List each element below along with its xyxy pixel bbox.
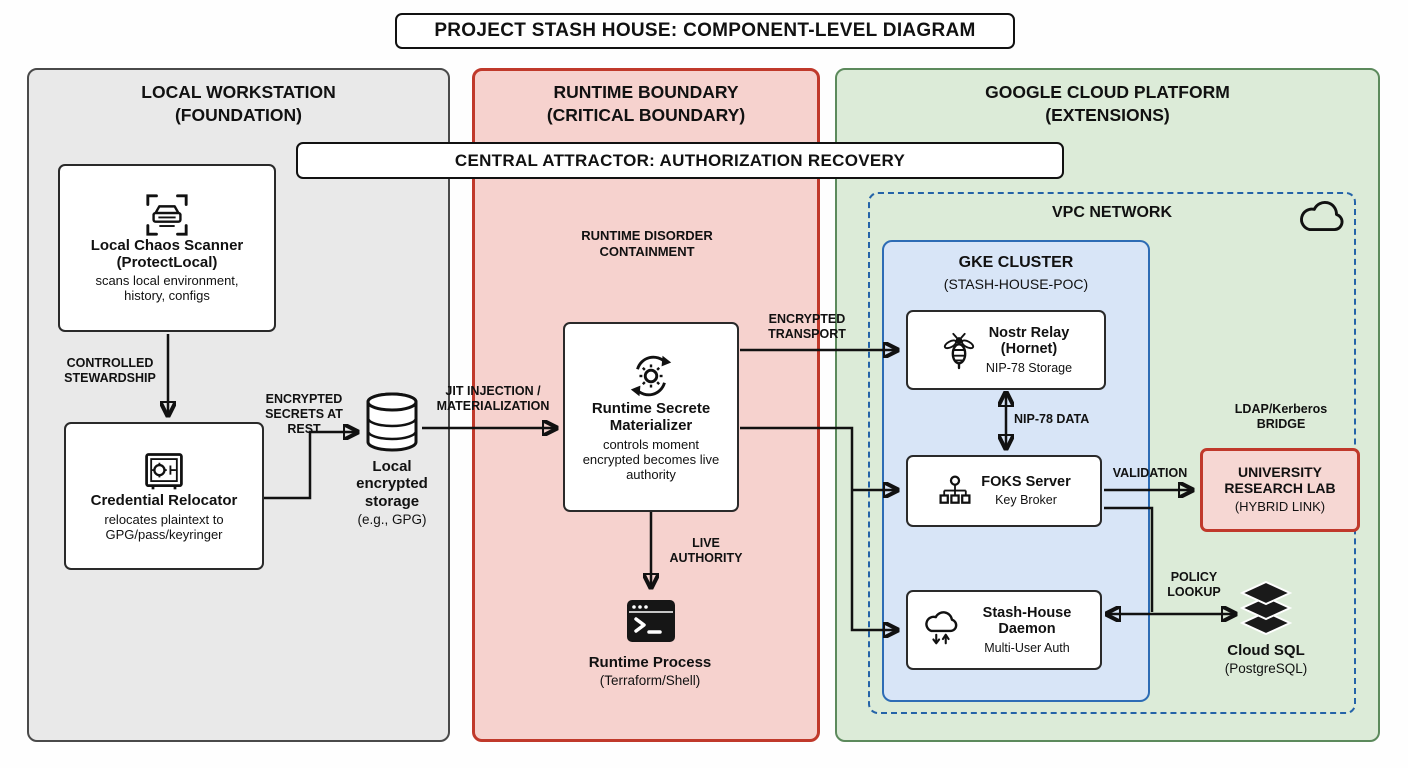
nip78-data-label: NIP-78 DATA: [1014, 412, 1090, 426]
gke-cluster-subtitle: (STASH-HOUSE-POC): [943, 276, 1089, 292]
scanner-title: Local Chaos Scanner: [90, 236, 244, 254]
live-authority-label: LIVE AUTHORITY: [669, 536, 743, 565]
database-cylinder-icon: [364, 390, 420, 454]
storage-title: Local encrypted storage: [356, 458, 428, 510]
ldap-bridge-label: LDAP/Kerberos BRIDGE: [1234, 402, 1328, 431]
materializer-title: Runtime Secrete Materializer: [591, 400, 711, 435]
university-title: UNIVERSITY RESEARCH LAB: [1224, 464, 1336, 497]
encrypted-at-rest-label: ENCRYPTED SECRETS AT REST: [265, 392, 343, 436]
materializer-desc: controls moment encrypted becomes live a…: [582, 436, 720, 482]
runtime-zone-heading: RUNTIME BOUNDARY: [553, 82, 739, 102]
central-attractor-banner: CENTRAL ATTRACTOR: AUTHORIZATION RECOVER…: [296, 142, 1064, 179]
scanner-title-2: (ProtectLocal): [116, 253, 218, 271]
node-runtime-materializer: Runtime Secrete Materializer controls mo…: [563, 322, 739, 512]
cloud-outline-icon: [1296, 200, 1348, 238]
relocator-desc: relocates plaintext to GPG/pass/keyringe…: [104, 511, 224, 542]
page-title: PROJECT STASH HOUSE: COMPONENT-LEVEL DIA…: [395, 13, 1015, 49]
local-zone-heading: LOCAL WORKSTATION: [141, 82, 336, 102]
controlled-stewardship-label: CONTROLLED STEWARDSHIP: [64, 356, 156, 385]
foks-desc: Key Broker: [995, 493, 1057, 508]
terminal-icon: [623, 592, 679, 648]
validation-label: VALIDATION: [1112, 466, 1188, 480]
sync-gear-icon: [626, 351, 676, 401]
org-tree-icon: [937, 472, 973, 510]
storage-subtitle: (e.g., GPG): [357, 511, 427, 527]
local-storage-label: Local encrypted storage (e.g., GPG): [336, 458, 448, 528]
nostr-desc: NIP-78 Storage: [985, 360, 1073, 375]
node-credential-relocator: Credential Relocator relocates plaintext…: [64, 422, 264, 570]
node-nostr-relay: Nostr Relay (Hornet) NIP-78 Storage: [906, 310, 1106, 390]
local-zone-heading-2: (FOUNDATION): [174, 105, 302, 125]
cloudsql-title: Cloud SQL: [1227, 642, 1305, 659]
relocator-title: Credential Relocator: [90, 492, 238, 510]
daemon-title: Stash-House Daemon: [982, 605, 1072, 638]
runtime-containment-label: RUNTIME DISORDER CONTAINMENT: [581, 228, 713, 259]
cloud-sync-icon: [922, 610, 960, 650]
nostr-title-2: (Hornet): [1000, 341, 1058, 358]
cloud-sql-label: Cloud SQL (PostgreSQL): [1212, 642, 1320, 677]
node-stash-house-daemon: Stash-House Daemon Multi-User Auth: [906, 590, 1102, 670]
daemon-desc: Multi-User Auth: [984, 640, 1070, 655]
encrypted-transport-label: ENCRYPTED TRANSPORT: [768, 312, 846, 341]
process-subtitle: (Terraform/Shell): [599, 673, 701, 689]
safe-icon: [142, 449, 186, 493]
gcp-zone-heading-2: (EXTENSIONS): [1045, 105, 1170, 125]
university-subtitle: (HYBRID LINK): [1234, 498, 1326, 514]
hornet-icon: [940, 330, 978, 370]
scanner-desc: scans local environment, history, config…: [95, 273, 239, 304]
jit-injection-label: JIT INJECTION / MATERIALIZATION: [436, 384, 550, 413]
gcp-zone-heading: GOOGLE CLOUD PLATFORM: [985, 82, 1230, 102]
nostr-title: Nostr Relay: [988, 325, 1070, 342]
node-university-research-lab: UNIVERSITY RESEARCH LAB (HYBRID LINK): [1200, 448, 1360, 532]
vpc-network-label: VPC NETWORK: [1052, 204, 1172, 221]
cloud-sql-stack-icon: [1240, 580, 1292, 638]
node-foks-server: FOKS Server Key Broker: [906, 455, 1102, 527]
foks-title: FOKS Server: [981, 474, 1071, 491]
process-title: Runtime Process: [588, 654, 712, 671]
node-local-chaos-scanner: Local Chaos Scanner (ProtectLocal) scans…: [58, 164, 276, 332]
runtime-zone-heading-2: (CRITICAL BOUNDARY): [546, 105, 746, 125]
scanner-icon: [144, 192, 190, 238]
gke-cluster-title: GKE CLUSTER: [958, 254, 1074, 271]
policy-lookup-label: POLICY LOOKUP: [1167, 570, 1221, 599]
runtime-process-label: Runtime Process (Terraform/Shell): [558, 654, 742, 689]
cloudsql-subtitle: (PostgreSQL): [1224, 661, 1308, 677]
